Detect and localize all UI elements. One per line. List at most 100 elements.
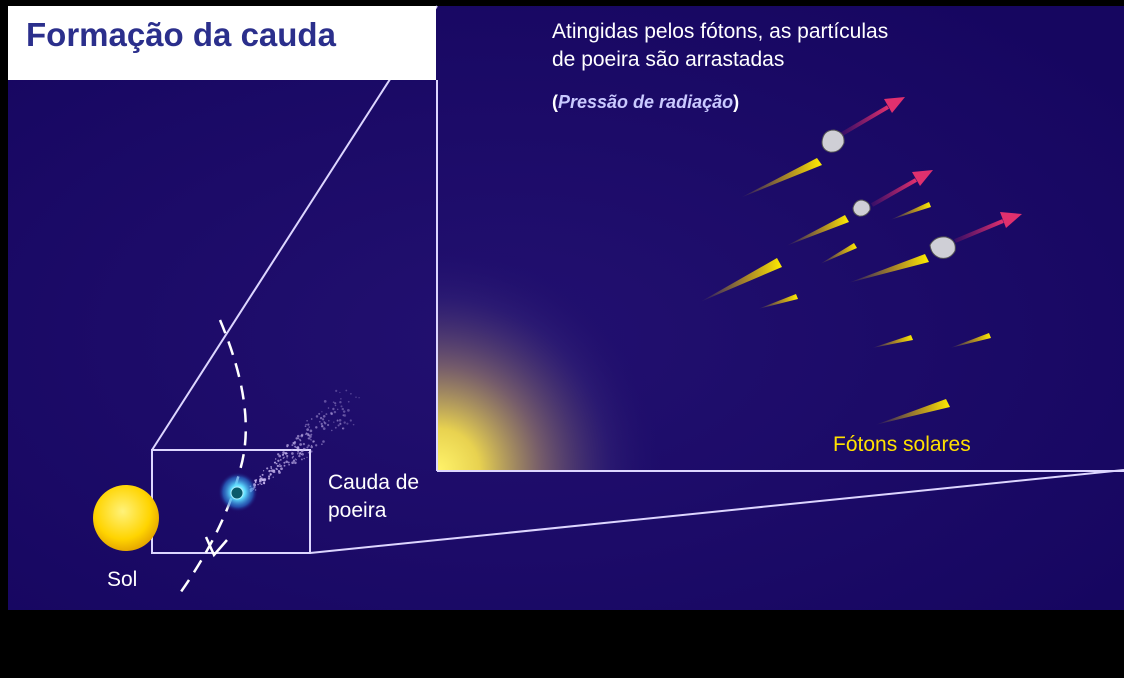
dust-speck xyxy=(343,414,347,417)
dust-speck xyxy=(338,418,342,422)
dust-speck xyxy=(283,456,285,458)
dust-speck xyxy=(322,414,326,418)
dust-speck xyxy=(276,464,280,468)
dust-speck xyxy=(306,446,309,449)
dust-speck xyxy=(310,439,312,441)
dust-speck xyxy=(334,402,337,405)
dust-speck xyxy=(339,422,342,426)
radiation-pressure-label: Pressão de radiação xyxy=(558,92,734,112)
paren-close: ) xyxy=(733,92,740,112)
dust-speck xyxy=(293,440,297,444)
dust-speck xyxy=(318,420,321,423)
dust-speck xyxy=(296,446,300,450)
dust-speck xyxy=(309,435,312,438)
force-arrow xyxy=(840,97,905,136)
photons-label: Fótons solares xyxy=(833,433,971,456)
dust-speck xyxy=(325,413,328,416)
dust-speck xyxy=(272,476,274,478)
dust-speck xyxy=(279,459,282,461)
dust-speck xyxy=(303,457,305,460)
dust-speck xyxy=(277,459,280,462)
photon xyxy=(786,215,849,246)
dust-speck xyxy=(279,463,281,466)
dust-speck xyxy=(307,451,310,454)
title-box xyxy=(8,6,436,80)
dust-speck xyxy=(267,477,271,480)
photon xyxy=(890,202,931,220)
dust-speck xyxy=(262,481,266,485)
dust-speck xyxy=(299,443,302,446)
dust-speck xyxy=(347,409,350,412)
dust-speck xyxy=(285,460,288,463)
dust-speck xyxy=(307,423,310,426)
dust-speck xyxy=(296,434,300,438)
dust-speck xyxy=(337,424,340,427)
dust-speck xyxy=(334,426,337,429)
dust-speck xyxy=(300,449,304,453)
dust-speck xyxy=(282,457,285,459)
dust-speck xyxy=(254,479,257,483)
dust-speck xyxy=(261,479,263,481)
sun-glow xyxy=(437,238,670,471)
dust-speck xyxy=(306,456,308,458)
inset-frame xyxy=(436,80,1124,472)
photon xyxy=(820,243,857,264)
dust-speck xyxy=(278,454,281,458)
dust-speck xyxy=(323,400,327,403)
dust-speck xyxy=(286,457,288,459)
dust-speck xyxy=(282,451,285,454)
dust-speck xyxy=(291,452,294,455)
dust-speck xyxy=(291,448,293,451)
dust-speck xyxy=(269,473,272,476)
dust-speck xyxy=(257,483,259,486)
dust-speck xyxy=(291,461,294,465)
dust-speck xyxy=(315,426,318,429)
caption-line-1: Atingidas pelos fótons, as partículas xyxy=(552,20,889,43)
dust-speck xyxy=(320,422,323,425)
dust-tail-label-line-2: poeira xyxy=(328,499,387,522)
dust-speck xyxy=(259,483,261,485)
dust-speck xyxy=(342,414,345,417)
caption-line-2: de poeira são arrastadas xyxy=(552,48,785,71)
dust-speck xyxy=(330,411,333,415)
dust-speck xyxy=(294,458,297,460)
dust-speck xyxy=(296,453,299,455)
photon xyxy=(700,258,782,302)
dust-speck xyxy=(308,426,310,428)
force-arrow xyxy=(954,212,1022,243)
dust-speck xyxy=(281,453,284,456)
dust-speck xyxy=(304,433,307,435)
photon xyxy=(758,294,798,309)
dust-speck xyxy=(336,419,339,422)
dust-speck xyxy=(307,437,310,440)
dust-speck xyxy=(332,407,335,411)
dust-speck xyxy=(295,437,298,440)
dust-speck xyxy=(346,422,349,425)
dust-speck xyxy=(295,459,297,461)
photon xyxy=(875,399,950,425)
dust-speck xyxy=(339,401,342,404)
dust-speck xyxy=(349,419,352,422)
dust-speck xyxy=(275,467,278,470)
photon xyxy=(848,254,929,283)
dust-speck xyxy=(355,396,357,398)
dust-speck xyxy=(259,477,263,481)
dust-particle xyxy=(929,236,956,259)
dust-speck xyxy=(315,415,319,418)
dust-speck xyxy=(340,405,343,408)
dust-speck xyxy=(345,389,348,392)
dust-speck xyxy=(341,407,344,411)
dust-speck xyxy=(307,444,310,447)
dust-particles xyxy=(821,129,956,259)
dust-speck xyxy=(259,479,262,483)
photon xyxy=(950,333,991,348)
dust-speck xyxy=(270,469,274,473)
dust-speck xyxy=(307,434,309,437)
paren-open: ( xyxy=(552,92,558,112)
dust-speck xyxy=(301,452,304,456)
sun xyxy=(93,485,159,551)
force-arrow xyxy=(871,170,933,207)
dust-speck xyxy=(328,419,330,422)
orbit-arrowhead xyxy=(204,536,228,558)
dust-speck xyxy=(268,469,271,473)
